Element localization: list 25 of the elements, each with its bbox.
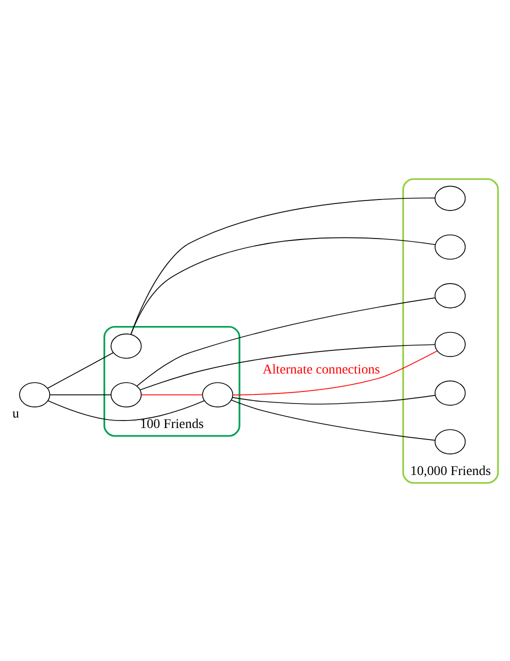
cluster: 10,000 Friends	[402, 178, 499, 484]
connector	[232, 394, 436, 404]
node-circle	[110, 382, 142, 407]
node-circle	[202, 382, 234, 407]
connector	[47, 352, 114, 388]
node-circle	[434, 234, 466, 260]
node-circle	[434, 331, 466, 357]
connector	[136, 296, 436, 386]
connector	[130, 197, 436, 334]
node-circle	[434, 185, 466, 210]
node-circle	[434, 380, 466, 406]
connector	[48, 400, 205, 420]
edge-label: Alternate connections	[262, 361, 380, 376]
node-circle	[110, 333, 142, 358]
node-circle	[434, 282, 466, 308]
connector	[232, 350, 438, 395]
cluster: 100 Friends	[104, 325, 240, 436]
node-label: u	[12, 405, 20, 420]
node-circle	[19, 382, 50, 407]
node-circle	[434, 428, 466, 454]
connector	[130, 236, 436, 334]
connector	[140, 344, 436, 390]
connector	[50, 394, 112, 395]
connector	[141, 394, 203, 395]
connector	[231, 399, 436, 440]
